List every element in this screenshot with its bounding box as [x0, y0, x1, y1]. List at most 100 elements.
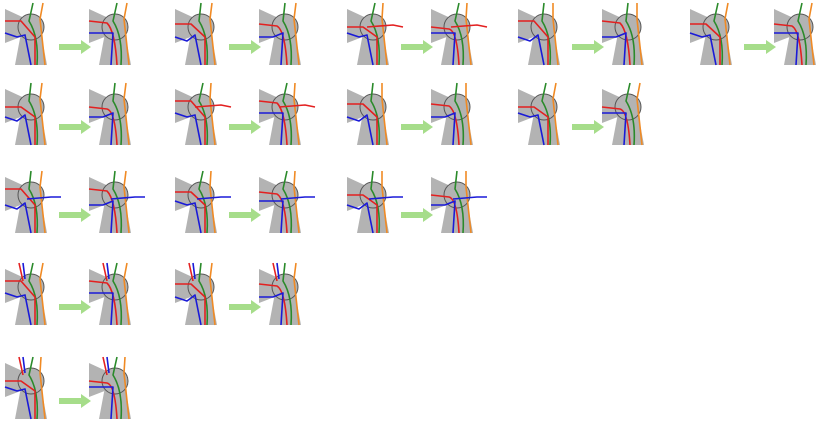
strand-line	[552, 82, 559, 146]
strand-line	[123, 356, 130, 420]
panel-before-glyph	[4, 262, 47, 326]
panel-before-glyph	[4, 356, 47, 420]
base-shape	[185, 113, 217, 145]
panel-after-glyph	[773, 2, 816, 66]
strand-line	[293, 170, 300, 234]
strand-line	[689, 32, 717, 66]
strand-line	[5, 380, 36, 419]
strand-line	[797, 2, 808, 66]
panel-after-glyph	[88, 2, 131, 66]
strand-line	[259, 292, 284, 326]
hub-circle	[530, 13, 558, 41]
panel-after-glyph	[258, 2, 301, 66]
arrow-shape	[229, 40, 261, 54]
strand-line	[194, 104, 232, 108]
strand-line	[518, 106, 549, 145]
panel-after-glyph	[88, 356, 131, 420]
strand-line	[282, 2, 293, 66]
strand-line	[280, 196, 315, 200]
hub-circle	[614, 13, 642, 41]
base-shape	[15, 293, 47, 325]
strand-line	[450, 24, 488, 28]
transition-arrow	[59, 300, 91, 314]
strand-line	[102, 262, 108, 282]
hub-circle	[271, 13, 299, 41]
strand-line	[209, 2, 216, 66]
base-shape	[185, 293, 217, 325]
strand-line	[39, 170, 46, 234]
transition-arrow	[572, 120, 604, 134]
strand-line	[272, 262, 278, 282]
transition-arrow	[744, 40, 776, 54]
strand-line	[4, 114, 32, 146]
panel-after-glyph	[601, 82, 644, 146]
strand-line	[259, 200, 284, 234]
base-shape	[528, 33, 560, 65]
strand-line	[106, 262, 110, 280]
strand-line	[89, 32, 114, 66]
base-shape	[357, 33, 389, 65]
panel-before-glyph	[689, 2, 732, 66]
panel-after-glyph	[430, 170, 487, 234]
strand-line	[5, 280, 36, 325]
strand-line	[174, 294, 202, 326]
strand-line	[112, 170, 123, 234]
strand-line	[517, 34, 545, 66]
strand-line	[517, 112, 545, 146]
strand-line	[293, 262, 300, 326]
arrow-shape	[572, 40, 604, 54]
transition-arrow	[401, 208, 433, 222]
strand-line	[690, 23, 721, 65]
arrow-shape	[59, 208, 91, 222]
strand-line	[276, 262, 280, 280]
panel-after-glyph	[88, 170, 145, 234]
strand-line	[192, 262, 196, 280]
arrow-shape	[59, 40, 91, 54]
transition-arrow	[59, 394, 91, 408]
strand-line	[89, 200, 114, 234]
transition-arrow	[572, 40, 604, 54]
strand-line	[110, 196, 145, 200]
base-shape	[15, 33, 47, 65]
panel-before-glyph	[517, 2, 560, 66]
strand-line	[112, 262, 123, 326]
strand-line	[196, 196, 231, 200]
transition-arrow	[401, 120, 433, 134]
panel-before-glyph	[174, 262, 217, 326]
base-shape	[15, 201, 47, 233]
base-shape	[357, 113, 389, 145]
strand-line	[26, 196, 61, 200]
strand-line	[123, 170, 130, 234]
strand-line	[4, 32, 32, 66]
strand-line	[5, 20, 36, 65]
panel-before-glyph	[346, 170, 403, 234]
strand-line	[209, 82, 216, 146]
strand-line	[381, 83, 388, 146]
strand-line	[22, 356, 26, 374]
hub-circle	[443, 93, 471, 121]
arrow-shape	[572, 120, 604, 134]
strand-line	[293, 2, 300, 66]
strand-line	[366, 24, 404, 28]
panel-before-glyph	[174, 170, 231, 234]
strand-line	[259, 32, 284, 66]
strand-line	[282, 82, 293, 146]
transition-arrow	[59, 40, 91, 54]
panel-after-glyph	[88, 262, 131, 326]
panel-before-glyph	[4, 2, 47, 66]
strand-line	[347, 194, 378, 233]
strand-line	[347, 26, 378, 65]
base-shape	[528, 113, 560, 145]
strand-line	[465, 171, 472, 234]
panel-after-glyph	[88, 82, 131, 146]
hub-circle	[17, 181, 45, 209]
strand-line	[174, 200, 202, 234]
hub-circle	[187, 273, 215, 301]
strand-line	[175, 23, 206, 65]
strand-line	[174, 34, 202, 66]
strand-line	[454, 82, 465, 146]
strand-line	[636, 82, 643, 146]
panel-after-glyph	[601, 2, 644, 66]
panel-after-glyph	[258, 170, 315, 234]
